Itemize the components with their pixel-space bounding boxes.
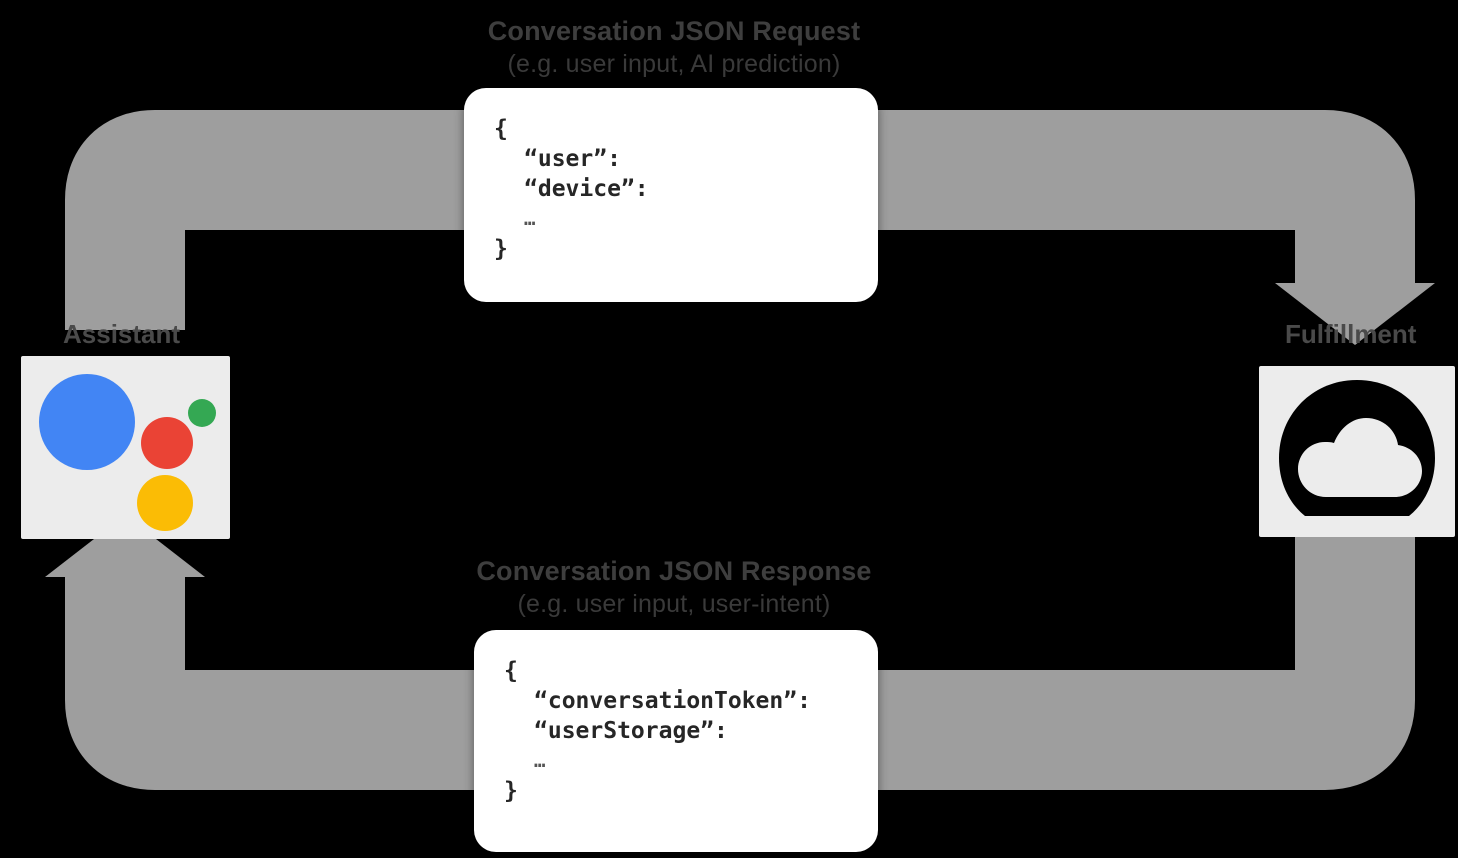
request-json-card: { “user”: “device”: … } bbox=[464, 88, 878, 302]
json-line: { bbox=[504, 658, 518, 684]
cloud-icon bbox=[1279, 380, 1435, 516]
json-line: “userStorage”: bbox=[534, 718, 728, 744]
response-flow-subtitle: (e.g. user input, user-intent) bbox=[517, 590, 831, 618]
json-line: … bbox=[524, 208, 536, 230]
assistant-dot-blue bbox=[39, 374, 135, 470]
json-line: … bbox=[534, 750, 546, 772]
request-flow-label: Conversation JSON Request (e.g. user inp… bbox=[329, 14, 1019, 80]
assistant-node-label: Assistant bbox=[63, 319, 181, 349]
fulfillment-node-label: Fulfillment bbox=[1285, 319, 1417, 349]
json-line: “conversationToken”: bbox=[534, 688, 811, 714]
response-flow-title: Conversation JSON Response bbox=[476, 556, 872, 586]
fulfillment-node-tile bbox=[1259, 366, 1455, 537]
json-line: { bbox=[494, 116, 508, 142]
response-json-card: { “conversationToken”: “userStorage”: … … bbox=[474, 630, 878, 852]
assistant-node-tile bbox=[21, 356, 230, 539]
request-flow-subtitle: (e.g. user input, AI prediction) bbox=[507, 50, 841, 78]
json-line: “device”: bbox=[524, 176, 649, 202]
assistant-dot-yellow bbox=[137, 475, 193, 531]
json-line: “user”: bbox=[524, 146, 621, 172]
request-flow-title: Conversation JSON Request bbox=[487, 16, 861, 46]
assistant-dot-green bbox=[188, 399, 216, 427]
json-line: } bbox=[504, 778, 518, 804]
response-flow-label: Conversation JSON Response (e.g. user in… bbox=[329, 554, 1019, 620]
json-line: } bbox=[494, 236, 508, 262]
assistant-dot-red bbox=[141, 417, 193, 469]
